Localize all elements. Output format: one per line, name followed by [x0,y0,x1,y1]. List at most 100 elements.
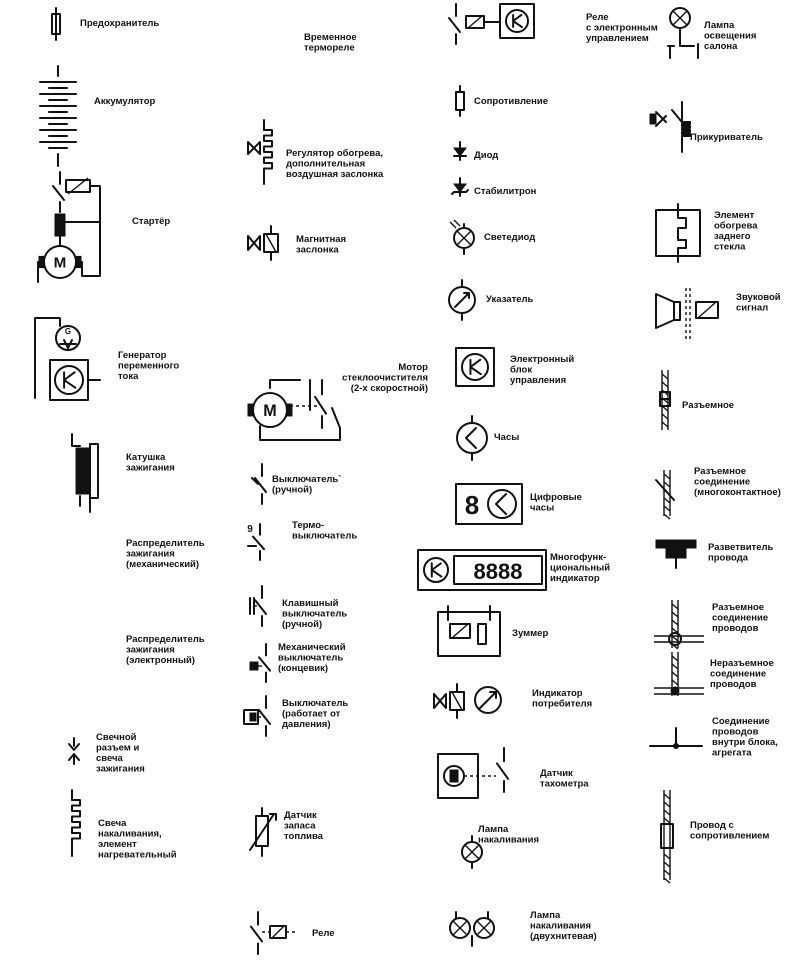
cigarette-lighter-icon [649,101,691,153]
relay-icon [250,911,296,955]
heat-regulator-label-line: воздушная заслонка [286,169,384,180]
limit-switch-label-line: (концевик) [278,663,328,674]
resistor-label-line: Сопротивление [474,96,548,107]
cabin-lamp-label-line: салона [704,41,738,52]
starter-label-line: Стартёр [132,216,170,227]
splitter-label-line: провода [708,553,749,564]
led-label: Светедиод [484,232,535,243]
limit-switch-label-line: Механический [278,642,346,653]
solenoid-valve-label-line: заслонка [296,245,339,256]
digital-clock-label-line: часы [530,503,554,514]
alternator-icon: G [34,317,101,401]
resistor-icon [455,85,465,117]
time-relay-label-line: Временное [304,32,357,43]
distributor-mech-label-line: зажигания [126,549,175,560]
manual-switch-label: Выключатель`(ручной) [272,474,341,496]
multi-connector-label-line: соединение [694,477,750,488]
lighter-label: Прикуриватель [690,132,763,143]
zener-diode-icon [451,177,469,197]
limit-switch-label-line: выключатель [278,653,343,664]
ecu-label-line: блок [510,365,532,376]
internal-joint-label-line: Соединение [712,716,770,727]
fixed-joint-label-line: проводов [710,679,757,690]
ignition-coil-label-line: зажигания [126,463,175,474]
svg-text:9: 9 [247,524,253,535]
ecu-label-line: Электронный [510,354,574,365]
multifunction-indicator-display: 8888 [474,559,523,584]
heat-regulator-icon [247,119,273,185]
spark-plug-label-line: зажигания [96,764,145,775]
electronic-relay-label-line: с электронным [586,23,658,34]
thermo-switch-label-line: Термо- [292,520,324,531]
multi-connector-label-line: (многоконтактное) [694,487,781,498]
svg-text:G: G [65,327,71,336]
detachable-joint-icon [654,600,704,650]
lamp-dual-label-line: Лампа [530,910,561,921]
glow-plug-label-line: Свеча [98,818,127,829]
starter-icon: M [37,171,101,283]
svg-text:M: M [54,255,67,272]
lamp-dual-label-line: (двухнитевая) [530,931,597,942]
electronic-relay-label-line: управлением [586,33,649,44]
svg-text:8: 8 [465,490,479,520]
relay-label: Реле [312,928,335,939]
fuel-level-sensor-icon [249,807,277,857]
fuel-sensor-label-line: Датчик [284,810,317,821]
diode-label: Диод [474,150,498,161]
buzzer-label: Зуммер [512,628,548,639]
limit-switch-icon [249,643,271,683]
resistive-wire-icon [660,790,674,884]
fixed-joint-label-line: Неразъемное [710,658,774,669]
consumer-indicator-label-line: Индикатор [532,688,583,699]
manual-switch-label-line: Выключатель` [272,474,341,485]
ignition-coil-icon [71,433,99,513]
fuel-sensor-label-line: запаса [284,821,316,832]
diode-icon [453,141,467,161]
electronic-control-unit-icon [455,347,495,387]
electronic-relay-label-line: Реле [586,12,609,23]
solenoid-valve-icon [247,225,279,261]
thermo-switch-label-line: выключатель [292,531,357,542]
pressure-switch-icon [243,695,271,737]
pressure-switch-label-line: (работает от [282,709,341,720]
spark-plug-label-line: Свечной [96,732,137,743]
splitter-label-line: Разветвитель [708,542,774,553]
lighter-label-line: Прикуриватель [690,132,763,143]
ignition-coil-label-line: Катушка [126,452,166,463]
internal-joint-icon [649,727,703,749]
fixed-joint-label-line: соединение [710,669,766,680]
pressure-switch-label-line: давления) [282,719,331,730]
electronic-relay-icon [448,3,535,45]
buzzer-label-line: Зуммер [512,628,548,639]
heat-regulator-label-line: дополнительная [286,159,365,170]
wiper-motor-icon: M [247,379,341,441]
multi-connector-icon [655,470,675,520]
ecu-label-line: управления [510,375,566,386]
tach-sensor-label-line: Датчик [540,768,573,779]
lamp-icon [461,835,483,869]
diode-label-line: Диод [474,150,498,161]
solenoid-valve-label-line: Магнитная [296,234,346,245]
spark-plug-label-line: свеча [96,753,124,764]
clock-label: Часы [494,432,519,443]
key-switch-label-line: Клавишный [282,598,339,609]
consumer-indicator-icon [433,683,502,719]
cabin-lamp-label-line: Лампа [704,20,735,31]
time-relay-label-line: термореле [304,43,355,54]
key-switch-label-line: выключатель [282,609,347,620]
